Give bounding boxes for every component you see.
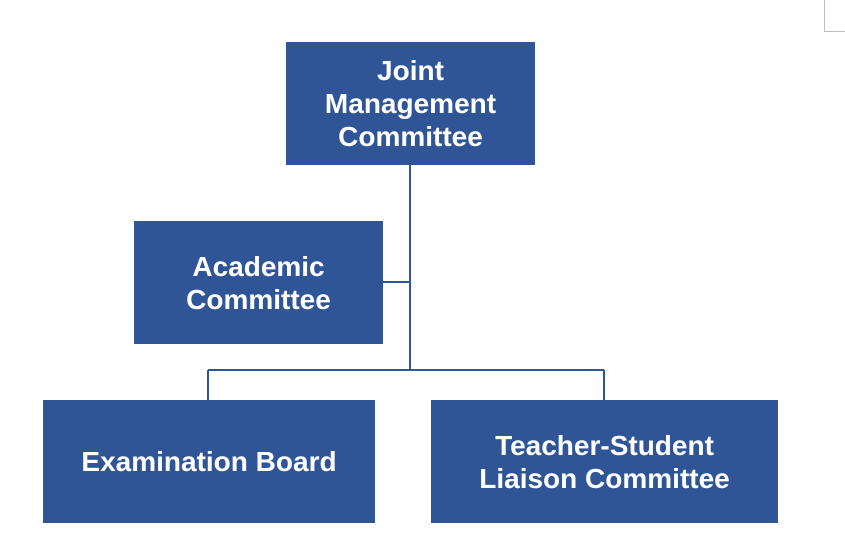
node-joint-management-committee: Joint Management Committee [286,42,535,165]
node-examination-board: Examination Board [43,400,375,523]
page-corner-mark [824,0,845,32]
node-academic-committee: Academic Committee [134,221,383,344]
node-teacher-student-liaison-committee: Teacher-Student Liaison Committee [431,400,778,523]
